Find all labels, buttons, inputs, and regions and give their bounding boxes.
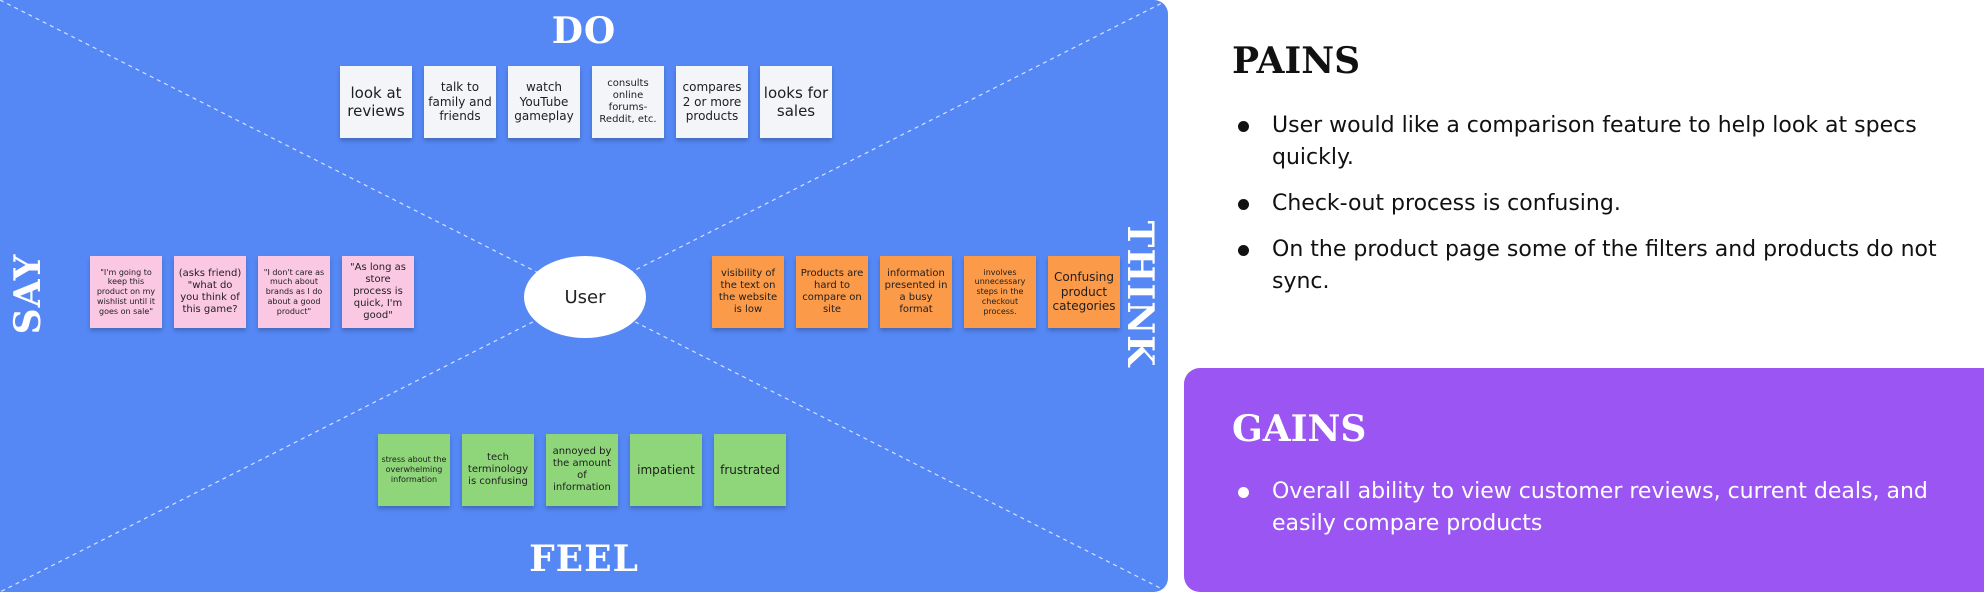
quadrant-label-think: THINK	[1119, 220, 1161, 368]
quadrant-label-say: SAY	[7, 253, 49, 335]
pains-list: User would like a comparison feature to …	[1232, 110, 1952, 312]
bullet-icon	[1238, 199, 1249, 210]
gains-panel: GAINS Overall ability to view customer r…	[1184, 368, 1984, 592]
feel-notes: stress about the overwhelming informatio…	[378, 434, 786, 506]
sticky-note[interactable]: "I don't care as much about brands as I …	[258, 256, 330, 328]
bullet-icon	[1238, 245, 1249, 256]
sticky-note[interactable]: frustrated	[714, 434, 786, 506]
gains-list: Overall ability to view customer reviews…	[1232, 476, 1952, 554]
sticky-note[interactable]: stress about the overwhelming informatio…	[378, 434, 450, 506]
empathy-map: DO FEEL SAY THINK User look at reviews t…	[0, 0, 1168, 592]
sticky-note[interactable]: impatient	[630, 434, 702, 506]
sticky-note[interactable]: consults online forums- Reddit, etc.	[592, 66, 664, 138]
bullet-icon	[1238, 121, 1249, 132]
think-notes: visibility of the text on the website is…	[712, 256, 1120, 328]
sticky-note[interactable]: visibility of the text on the website is…	[712, 256, 784, 328]
list-item: On the product page some of the filters …	[1232, 234, 1952, 298]
diagonal-divider-lines	[0, 0, 1168, 592]
user-center-node[interactable]: User	[524, 256, 646, 338]
gain-text: Overall ability to view customer reviews…	[1272, 479, 1928, 536]
pains-title: PAINS	[1232, 40, 1361, 82]
sticky-note[interactable]: compares 2 or more products	[676, 66, 748, 138]
sticky-note[interactable]: Products are hard to compare on site	[796, 256, 868, 328]
pain-text: Check-out process is confusing.	[1272, 191, 1621, 216]
list-item: User would like a comparison feature to …	[1232, 110, 1952, 174]
sticky-note[interactable]: Confusing product categories	[1048, 256, 1120, 328]
say-notes: "I'm going to keep this product on my wi…	[90, 256, 414, 328]
sticky-note[interactable]: "As long as store process is quick, I'm …	[342, 256, 414, 328]
sticky-note[interactable]: talk to family and friends	[424, 66, 496, 138]
sticky-note[interactable]: (asks friend) "what do you think of this…	[174, 256, 246, 328]
list-item: Check-out process is confusing.	[1232, 188, 1952, 220]
quadrant-label-do: DO	[551, 10, 617, 52]
pain-text: On the product page some of the filters …	[1272, 237, 1937, 294]
quadrant-label-feel: FEEL	[529, 538, 639, 580]
sticky-note[interactable]: watch YouTube gameplay	[508, 66, 580, 138]
sticky-note[interactable]: involves unnecessary steps in the checko…	[964, 256, 1036, 328]
bullet-icon	[1238, 487, 1249, 498]
sticky-note[interactable]: look at reviews	[340, 66, 412, 138]
sticky-note[interactable]: annoyed by the amount of information	[546, 434, 618, 506]
gains-title: GAINS	[1232, 408, 1367, 450]
pain-text: User would like a comparison feature to …	[1272, 113, 1917, 170]
sticky-note[interactable]: tech terminology is confusing	[462, 434, 534, 506]
sticky-note[interactable]: looks for sales	[760, 66, 832, 138]
do-notes: look at reviews talk to family and frien…	[340, 66, 832, 138]
sticky-note[interactable]: information presented in a busy format	[880, 256, 952, 328]
sticky-note[interactable]: "I'm going to keep this product on my wi…	[90, 256, 162, 328]
pains-panel: PAINS User would like a comparison featu…	[1184, 0, 1984, 360]
list-item: Overall ability to view customer reviews…	[1232, 476, 1952, 540]
